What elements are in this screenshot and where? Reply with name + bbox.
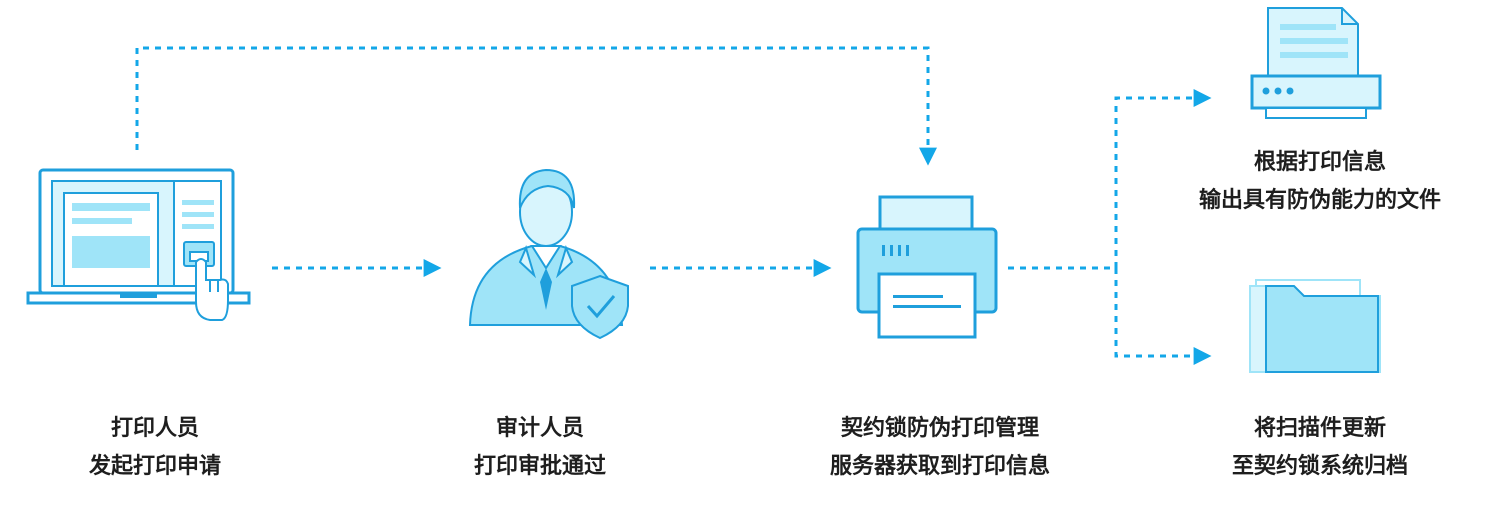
output-line1: 根据打印信息 xyxy=(1253,150,1386,175)
folder-icon xyxy=(1249,279,1381,373)
archive-line1: 将扫描件更新 xyxy=(1253,416,1386,441)
archive-line2: 至契约锁系统归档 xyxy=(1231,454,1408,479)
auditor-line1: 审计人员 xyxy=(495,416,584,441)
arrow-to-archive xyxy=(1114,268,1212,365)
person-shield-icon xyxy=(468,168,629,340)
laptop-print-icon xyxy=(26,168,251,321)
auditor-caption: 审计人员 打印审批通过 xyxy=(420,410,660,486)
server-line2: 服务器获取到打印信息 xyxy=(829,454,1050,479)
applicant-line1: 打印人员 xyxy=(110,416,199,441)
server-caption: 契约锁防伪打印管理 服务器获取到打印信息 xyxy=(790,410,1090,486)
arrow-applicant-to-server-top xyxy=(135,46,937,166)
output-line2: 输出具有防伪能力的文件 xyxy=(1198,188,1441,213)
archive-caption: 将扫描件更新 至契约锁系统归档 xyxy=(1180,410,1460,486)
applicant-line2: 发起打印申请 xyxy=(88,454,221,479)
printer-document-icon xyxy=(1250,7,1382,119)
auditor-line2: 打印审批通过 xyxy=(473,454,606,479)
arrow-to-output xyxy=(1114,89,1212,268)
output-caption: 根据打印信息 输出具有防伪能力的文件 xyxy=(1160,144,1480,220)
server-line1: 契约锁防伪打印管理 xyxy=(840,416,1039,441)
printer-icon xyxy=(856,195,998,339)
applicant-caption: 打印人员 发起打印申请 xyxy=(40,410,270,486)
